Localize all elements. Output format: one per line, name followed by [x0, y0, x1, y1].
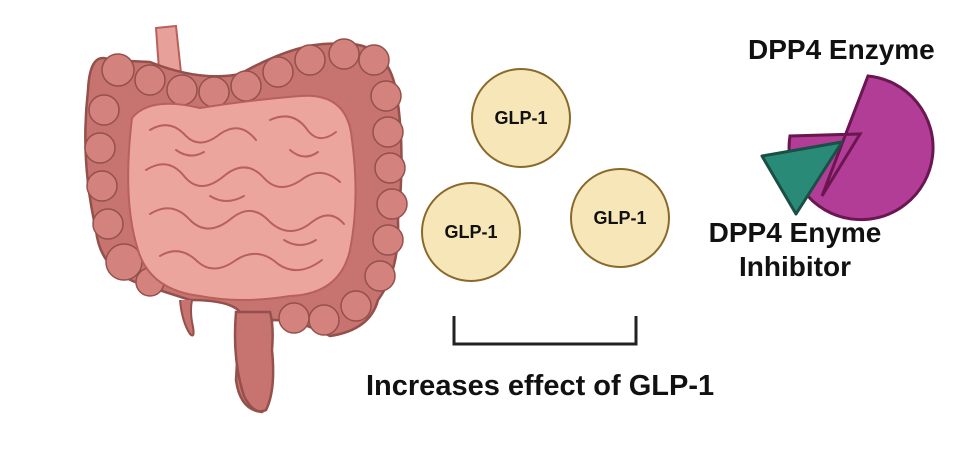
glp1-circle: GLP-1 — [570, 168, 670, 268]
dpp4-enzyme-label: DPP4 Enzyme — [748, 34, 935, 65]
glp1-circle: GLP-1 — [471, 68, 571, 168]
dpp4-inhibitor-icon — [760, 140, 844, 216]
inhibitor-label-line1: DPP4 Enyme — [708, 217, 882, 248]
intestine-icon — [84, 24, 408, 414]
glp1-circle: GLP-1 — [421, 182, 521, 282]
dpp4-inhibitor-label: DPP4 Enyme Inhibitor — [702, 216, 888, 284]
bracket-line — [452, 316, 638, 346]
inhibitor-label-line2: Inhibitor — [739, 251, 851, 282]
effect-caption: Increases effect of GLP-1 — [366, 370, 715, 402]
